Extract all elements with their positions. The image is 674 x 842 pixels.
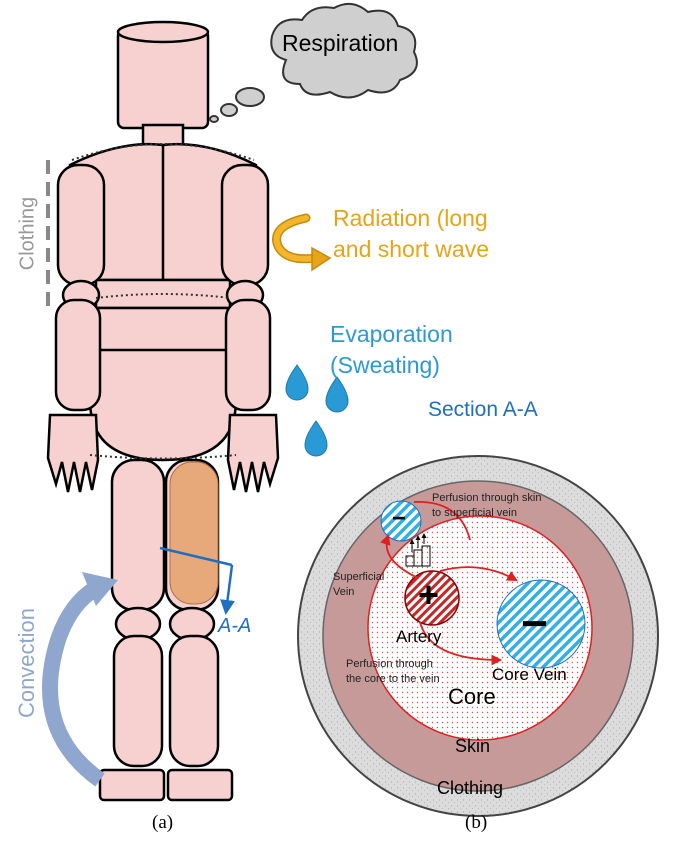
caption-b: (b) (465, 812, 487, 834)
skin-label: Skin (455, 736, 490, 757)
torso-lower (90, 308, 236, 460)
water-drop-icon (326, 377, 348, 412)
superficial-vein-label-line1: Superficial (333, 571, 384, 583)
perfusion-core-label-line1: Perfusion through (346, 658, 433, 670)
perfusion-core-label-line2: the core to the vein (346, 673, 440, 685)
thigh-left (112, 460, 164, 610)
forearm-left (56, 300, 100, 410)
respiration-label: Respiration (282, 30, 398, 57)
section-marker-label: A-A (218, 615, 251, 638)
curved-arrow-icon (277, 218, 330, 270)
clothing-ring-label: Clothing (437, 778, 503, 799)
clothing-side-label: Clothing (17, 192, 40, 276)
head (118, 30, 208, 128)
human-figure (48, 22, 278, 800)
perfusion-skin-label-line2: to superficial vein (432, 507, 517, 519)
head-top (118, 22, 208, 42)
upper-arm-left (58, 165, 104, 285)
shin-right (170, 636, 218, 766)
hand-left (48, 415, 98, 492)
radiation-label-line1: Radiation (long (333, 205, 488, 232)
thigh-section-highlight (170, 462, 218, 604)
perfusion-skin-label-line1: Perfusion through skin (432, 492, 541, 504)
core-label: Core (448, 684, 496, 710)
section-title: Section A-A (428, 398, 538, 422)
evaporation-label-line2: (Sweating) (330, 352, 440, 379)
superficial-vein-label-line2: Vein (333, 586, 354, 598)
superficial-vein-minus-symbol: − (392, 507, 406, 531)
water-drop-icon (305, 421, 327, 456)
upper-arm-right (222, 165, 268, 285)
shin-left (114, 636, 162, 766)
caption-a: (a) (152, 812, 173, 834)
waist (96, 280, 230, 308)
convection-label: Convection (14, 598, 40, 728)
foot-left (100, 770, 164, 800)
core-vein-minus-symbol: − (521, 600, 548, 646)
artery-plus-symbol: + (418, 577, 439, 613)
water-drop-icon (286, 365, 308, 400)
artery-label: Artery (396, 627, 441, 647)
forearm-right (226, 300, 270, 410)
thought-cloud-icon (210, 4, 417, 122)
core-vein-label: Core Vein (492, 665, 567, 685)
evaporation-label-line1: Evaporation (330, 321, 453, 348)
hand-right (228, 415, 278, 492)
foot-right (168, 770, 232, 800)
radiation-label-line2: and short wave (333, 236, 489, 263)
circular-arrow-icon (50, 572, 118, 780)
